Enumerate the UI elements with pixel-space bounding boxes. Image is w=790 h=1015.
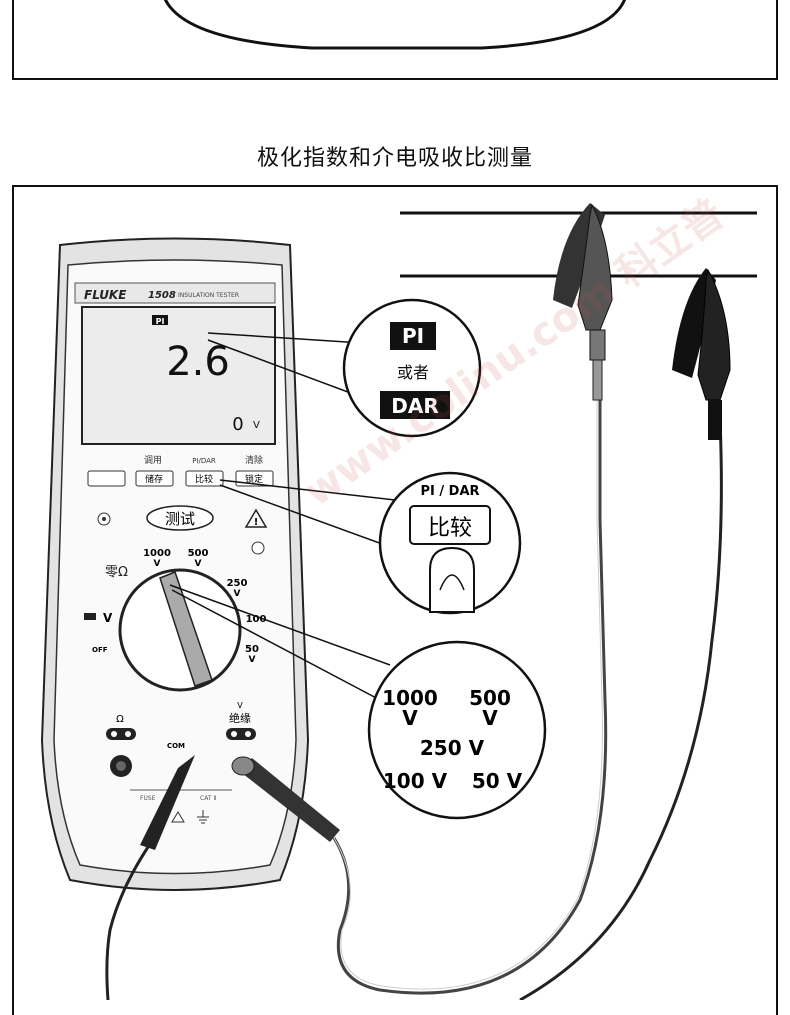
battery-icon: [84, 613, 96, 620]
callout-button-title: PI / DAR: [420, 484, 479, 499]
lcd-voltage: 0: [232, 414, 243, 435]
compare-button[interactable]: [185, 470, 224, 487]
terminal-insulation-label: 绝缘: [229, 711, 251, 725]
terminal-com-label: COM: [167, 742, 185, 750]
callout-dar-label: DAR: [391, 394, 438, 418]
terminal-ohm-label: Ω: [116, 714, 124, 725]
callout-v1000: 1000: [382, 686, 438, 710]
dial-label-v: V: [103, 611, 113, 625]
btn-top-label-recall: 调用: [144, 455, 162, 466]
model-subtitle: INSULATION TESTER: [178, 292, 239, 299]
dial-pointer: [159, 571, 213, 687]
callout-v1000-unit: V: [402, 706, 418, 730]
test-lead-black: [105, 755, 195, 1000]
triangle-icon: [171, 811, 185, 823]
alligator-clip-gray: [553, 203, 613, 401]
dial-label-250: 250: [227, 578, 248, 589]
compare-button-label: 比较: [195, 473, 213, 485]
dial-label-250-unit: V: [234, 589, 241, 599]
lead-wire-black: [519, 419, 723, 1000]
ground-icon: [197, 810, 209, 824]
callout-or-label: 或者: [397, 363, 429, 382]
callout-compare-button: PI / DAR 比较: [378, 471, 522, 615]
dial-label-50-unit: V: [249, 655, 256, 665]
blank-button[interactable]: [87, 470, 126, 487]
terminal-ohm-pair[interactable]: [106, 728, 136, 740]
test-button-label: 测试: [165, 510, 195, 528]
dial-label-500-unit: V: [195, 559, 202, 569]
callout-pi-dar: PI 或者 DAR: [342, 298, 482, 438]
dial-label-off: OFF: [92, 646, 108, 654]
dial-label-500: 500: [188, 548, 209, 559]
btn-top-label-clear: 清除: [245, 454, 263, 466]
figure-caption: 极化指数和介电吸收比测量: [256, 146, 533, 171]
dial-label-100: 100: [246, 614, 267, 625]
fuse-label: FUSE: [140, 795, 156, 802]
callout-button-label: 比较: [428, 516, 472, 541]
lcd-voltage-unit: V: [253, 420, 260, 431]
cat-label: CAT Ⅱ: [200, 795, 216, 802]
svg-text:!: !: [254, 517, 259, 528]
test-button[interactable]: [146, 505, 214, 531]
btn-top-label-pidar: PI/DAR: [192, 457, 216, 465]
dial-label-1000: 1000: [143, 548, 171, 559]
main-frame: [12, 185, 778, 1015]
callout-lines: [169, 332, 396, 701]
model-label: 1508: [148, 290, 176, 301]
warning-icon: !: [244, 508, 268, 528]
test-lead-gray: [231, 350, 608, 995]
lcd-pi-tag: PI: [156, 317, 165, 326]
terminal-v-label: V: [237, 701, 243, 710]
callout-v500-unit: V: [482, 706, 498, 730]
top-curve: [164, 0, 626, 50]
callout-v50: 50 V: [472, 769, 523, 793]
backlight-icon[interactable]: [97, 512, 111, 526]
finger-icon: [429, 546, 475, 613]
callout-v250: 250 V: [420, 736, 485, 760]
indicator-lamp: [251, 541, 265, 555]
lcd-reading: 2.6: [166, 339, 230, 385]
callout-v500: 500: [469, 686, 511, 710]
dial-label-50: 50: [245, 644, 259, 655]
meter: FLUKE 1508 INSULATION TESTER PI 2.6 0 V …: [40, 237, 310, 891]
callout-v100: 100 V: [383, 769, 448, 793]
terminal-v-pair[interactable]: [226, 728, 256, 740]
callout-pi-label: PI: [402, 324, 424, 348]
dial-label-1000-unit: V: [154, 559, 161, 569]
lock-button-label: 锁定: [245, 473, 263, 485]
top-frame: [12, 0, 778, 80]
store-button[interactable]: [135, 470, 174, 487]
lcd-display: [81, 306, 276, 445]
callout-voltages: 1000 V 500 V 250 V 100 V 50 V: [367, 640, 547, 820]
store-button-label: 储存: [145, 473, 163, 485]
brand-label: FLUKE: [84, 288, 127, 302]
alligator-clip-black: [672, 268, 731, 440]
dial-label-zero-ohm: 零Ω: [105, 565, 128, 580]
